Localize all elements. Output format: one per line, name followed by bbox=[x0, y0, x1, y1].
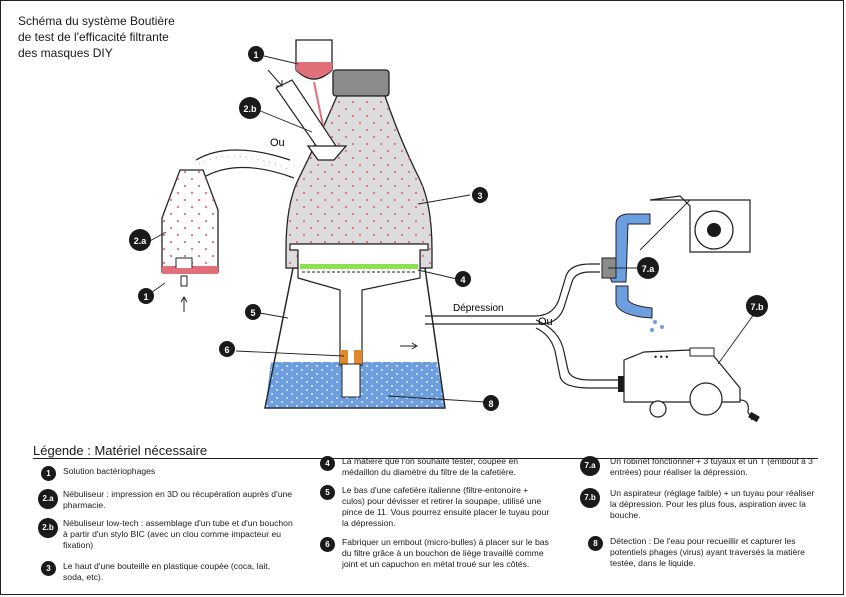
legend-title: Légende : Matériel nécessaire bbox=[33, 443, 208, 458]
badge-4: 4 bbox=[460, 275, 465, 285]
badge-8: 8 bbox=[488, 399, 493, 409]
badge-5: 5 bbox=[250, 308, 255, 318]
legend-text: Nébuliseur low-tech : assemblage d'un tu… bbox=[63, 518, 293, 550]
legend-badge: 4 bbox=[320, 456, 335, 471]
title-line-1: Schéma du système Boutière bbox=[18, 14, 175, 28]
badge-7a: 7.a bbox=[642, 264, 656, 274]
legend-text: Détection : De l'eau pour recueillir et … bbox=[610, 536, 805, 568]
legend-text: Un robinet fonctionnel + 3 tuyaux et un … bbox=[610, 456, 813, 477]
cork-right bbox=[354, 350, 362, 364]
legend-text: Le haut d'une bouteille en plastique cou… bbox=[63, 561, 271, 582]
legend-badge: 7.b bbox=[580, 488, 600, 508]
svg-text:• • •: • • • bbox=[654, 352, 668, 362]
arrows bbox=[180, 69, 418, 350]
badge-2b: 2.b bbox=[243, 104, 257, 114]
legend-badge: 3 bbox=[41, 561, 56, 576]
funnel-filter bbox=[289, 243, 429, 398]
legend-text: Le bas d'une cafetière italienne (filtre… bbox=[342, 485, 550, 528]
legend-badge: 7.a bbox=[580, 456, 600, 476]
legend-text: Nébuliseur : impression en 3D ou récupér… bbox=[63, 489, 293, 510]
label-depression: Dépression bbox=[453, 303, 504, 314]
phage-flask-and-pen bbox=[275, 39, 348, 161]
label-ou-top: Ou bbox=[270, 137, 285, 149]
legend-badge: 2.a bbox=[38, 489, 58, 509]
legend-text: Fabriquer un embout (micro-bulles) à pla… bbox=[342, 537, 549, 569]
legend-text: La matière que l'on souhaite tester, cou… bbox=[342, 456, 519, 477]
title-line-2: de test de l'efficacité filtrante bbox=[18, 30, 169, 44]
label-ou-right: Ou bbox=[538, 316, 553, 328]
badge-2a: 2.a bbox=[134, 236, 148, 246]
legend-badge: 2.b bbox=[38, 518, 58, 538]
legend-divider bbox=[33, 458, 818, 459]
nebulizer-2a bbox=[161, 149, 295, 287]
bottle-top bbox=[285, 69, 433, 269]
legend-badge: 5 bbox=[320, 485, 335, 500]
leader-lines bbox=[147, 55, 758, 403]
badges: 1 2.b 3 2.a 1 4 5 6 8 7.a 7.b bbox=[129, 46, 768, 411]
badge-1-bottom: 1 bbox=[143, 292, 148, 302]
legend-badge: 6 bbox=[320, 537, 335, 552]
filter-material bbox=[300, 264, 418, 269]
legend-badge: 8 bbox=[588, 536, 603, 551]
bottle-cap bbox=[332, 69, 390, 97]
badge-3: 3 bbox=[477, 191, 482, 201]
system-diagram: • • • Ou Dépression Ou 1 2.b 3 2.a bbox=[129, 39, 768, 423]
title-line-3: des masques DIY bbox=[18, 46, 113, 60]
legend-text: Solution bactériophages bbox=[63, 466, 156, 476]
badge-7b: 7.b bbox=[750, 302, 764, 312]
badge-1-top: 1 bbox=[253, 50, 258, 60]
legend-badge: 1 bbox=[41, 466, 56, 481]
legend-text: Un aspirateur (réglage faible) + un tuya… bbox=[610, 488, 815, 520]
badge-6: 6 bbox=[224, 345, 229, 355]
cork-left bbox=[340, 350, 348, 364]
depression-pipes: • • • bbox=[425, 195, 760, 423]
diagram-title: Schéma du système Boutière de test de l'… bbox=[18, 13, 218, 61]
